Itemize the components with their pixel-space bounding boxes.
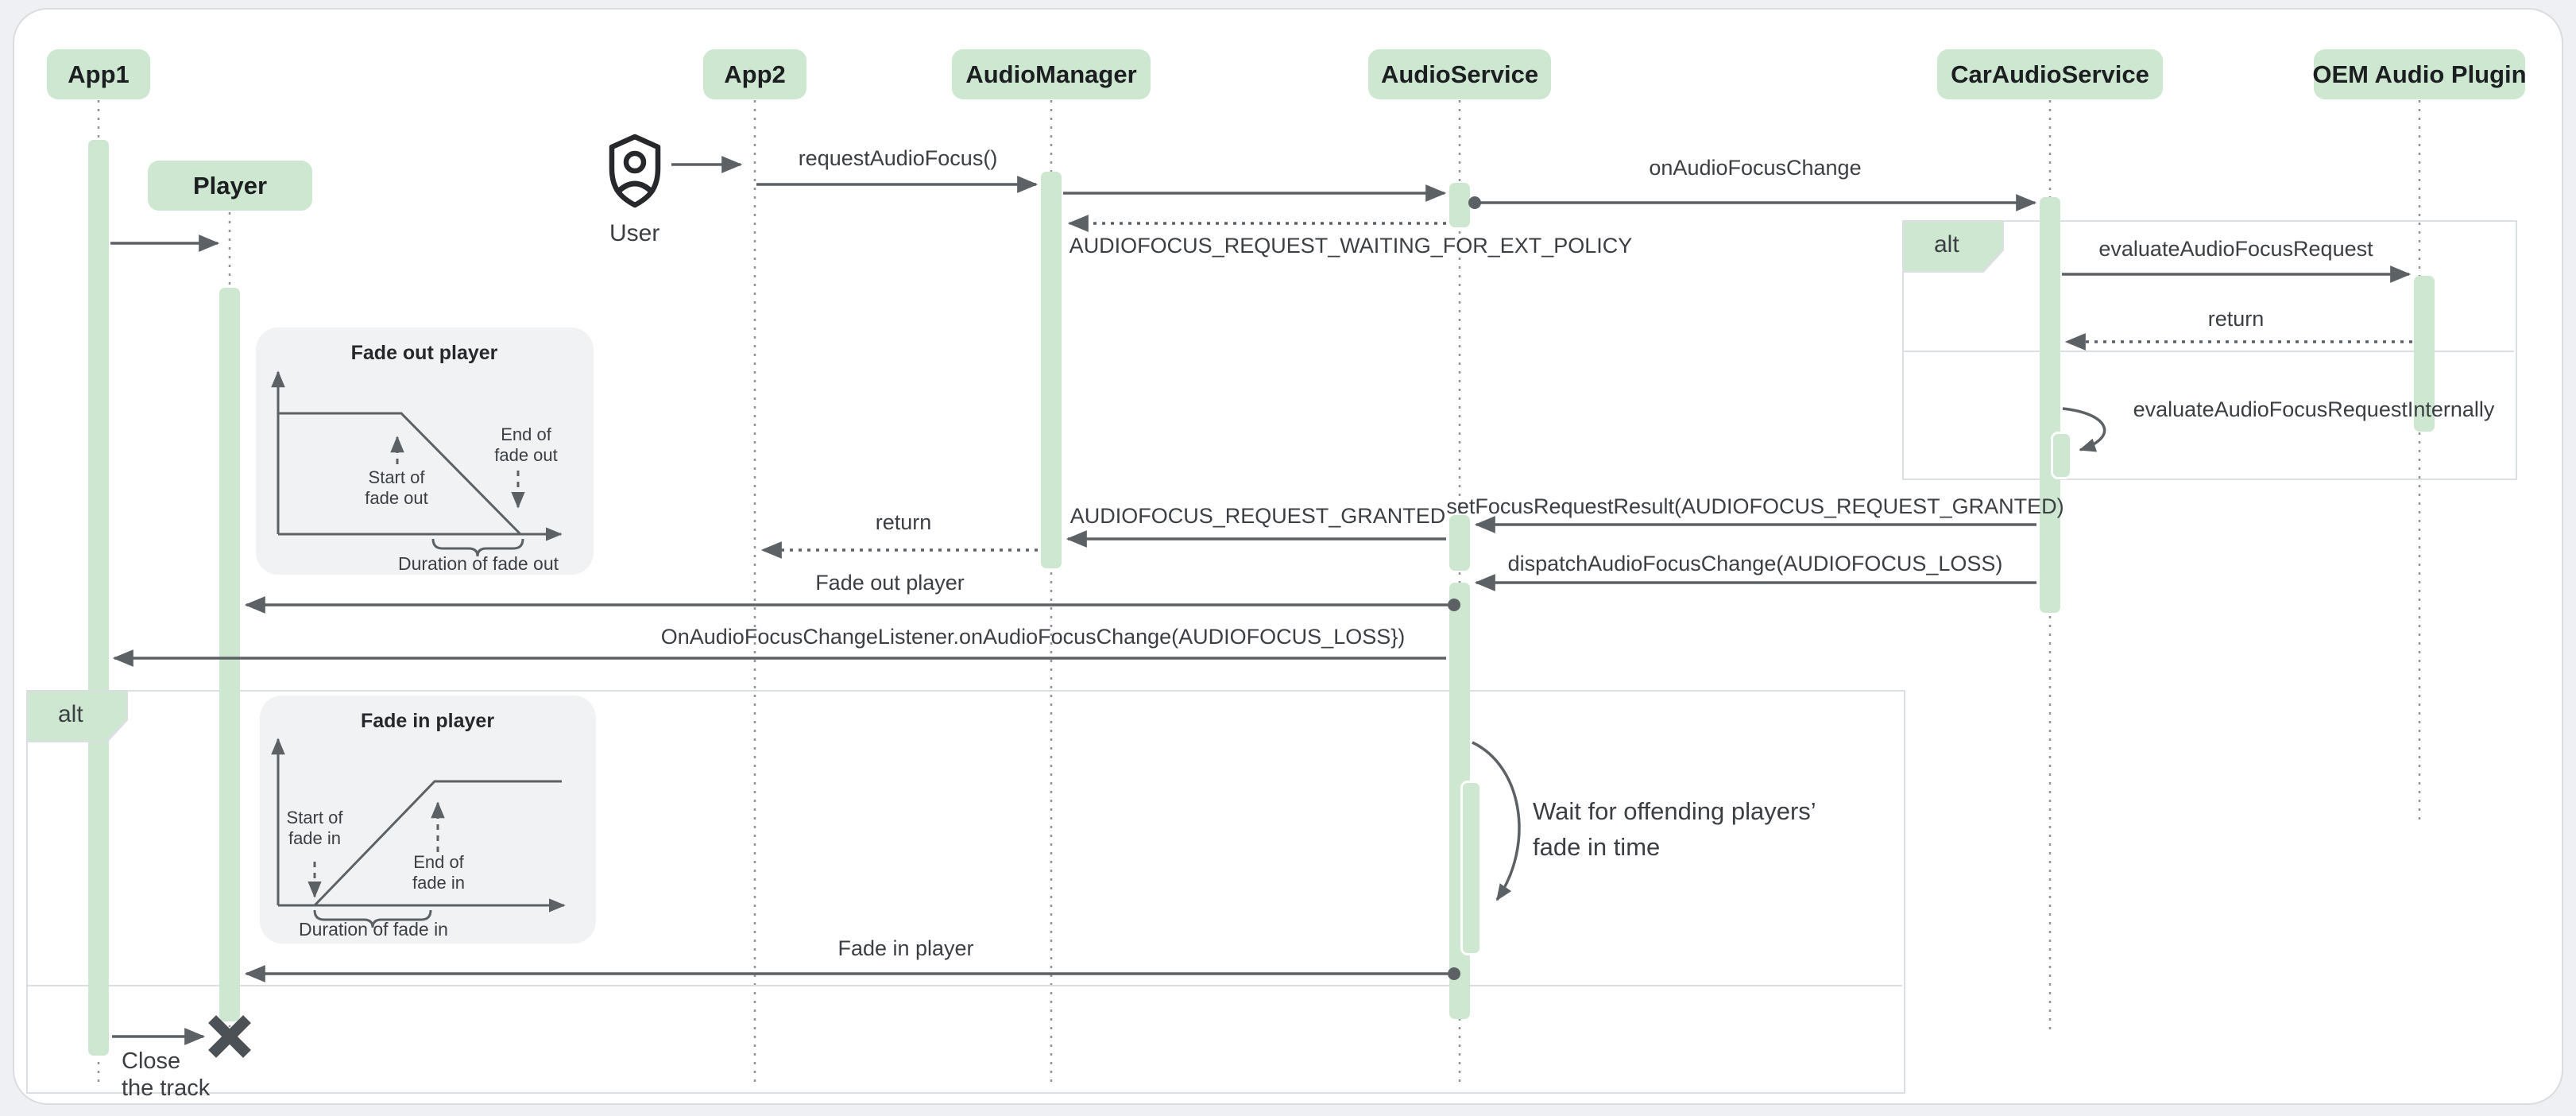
msg-on-change-listener: OnAudioFocusChangeListener.onAudioFocusC… [660, 625, 1406, 649]
fade-out-end-label: End of fade out [494, 424, 558, 466]
alt-label-focus: alt [1934, 231, 1959, 258]
actor-player-label: Player [192, 171, 268, 200]
wait-note: Wait for offending players’ fade in time [1533, 793, 1816, 865]
activation-audioservice-wait [1460, 781, 1482, 955]
actor-audioservice-label: AudioService [1380, 60, 1539, 88]
close-note: Close the track [122, 1048, 210, 1102]
activation-caraudioservice-internal [2051, 432, 2072, 479]
fade-out-start-line2: fade out [365, 488, 428, 508]
fade-in-start-line2: fade in [288, 828, 342, 848]
close-note-line1: Close [122, 1048, 181, 1074]
alt-pentagon-focus-fill [1904, 222, 2002, 271]
close-note-line2: the track [122, 1075, 211, 1101]
alt-fragment-fade-divider [26, 985, 1902, 986]
fade-in-end-line2: fade in [412, 873, 466, 893]
msg-waiting-ext-policy: AUDIOFOCUS_REQUEST_WAITING_FOR_EXT_POLIC… [1069, 234, 1633, 258]
fade-out-title: Fade out player [350, 342, 498, 364]
activation-player [219, 288, 240, 1021]
fade-in-title: Fade in player [360, 710, 495, 732]
fade-in-duration-label: Duration of fade in [299, 919, 448, 940]
actor-app2: App2 [703, 49, 806, 99]
fade-in-start-label: Start of fade in [287, 808, 343, 849]
activation-audioservice-1 [1449, 183, 1470, 227]
actor-oem-plugin-label: OEM Audio Plugin [2312, 60, 2527, 88]
actor-caraudioservice-label: CarAudioService [1951, 60, 2149, 88]
alt-pentagon-fade-fill [28, 692, 126, 741]
msg-return-app2: return [875, 510, 932, 534]
user-label: User [609, 220, 660, 246]
activation-audiomanager [1041, 172, 1062, 568]
msg-set-focus-result: setFocusRequestResult(AUDIOFOCUS_REQUEST… [1446, 494, 2064, 518]
activation-app1 [88, 140, 109, 1056]
msg-fade-out-player: Fade out player [815, 571, 965, 595]
activation-audioservice-2 [1449, 515, 1470, 571]
actor-oem-plugin: OEM Audio Plugin [2312, 49, 2527, 99]
alt-fragment-fade [26, 690, 1905, 1094]
msg-evaluate-request: evaluateAudioFocusRequest [2098, 237, 2373, 261]
msg-fade-in-player: Fade in player [837, 936, 974, 960]
fade-in-start-line1: Start of [286, 808, 343, 827]
fade-out-end-line1: End of [501, 424, 551, 444]
alt-fragment-focus-divider [1902, 351, 2514, 352]
actor-app1: App1 [47, 49, 150, 99]
msg-on-audio-focus-change: onAudioFocusChange [1649, 156, 1862, 180]
fade-out-start-label: Start of fade out [365, 467, 428, 509]
actor-caraudioservice: CarAudioService [1937, 49, 2163, 99]
fade-out-end-line2: fade out [494, 445, 558, 465]
fade-in-end-line1: End of [413, 852, 464, 872]
actor-audioservice: AudioService [1368, 49, 1551, 99]
activation-caraudioservice [2040, 197, 2060, 613]
actor-player: Player [148, 161, 312, 211]
msg-request-audio-focus: requestAudioFocus() [798, 146, 998, 170]
wait-note-line1: Wait for offending players’ [1533, 797, 1816, 825]
msg-request-granted: AUDIOFOCUS_REQUEST_GRANTED [1069, 504, 1446, 528]
fade-out-duration-label: Duration of fade out [397, 553, 559, 574]
fade-in-end-label: End of fade in [412, 852, 465, 893]
actor-app1-label: App1 [68, 60, 130, 88]
alt-label-fade: alt [58, 701, 83, 727]
fade-out-start-line1: Start of [368, 467, 425, 487]
wait-note-line2: fade in time [1533, 833, 1661, 861]
alt-fragment-focus-policy [1902, 220, 2517, 480]
msg-evaluate-internally: evaluateAudioFocusRequestInternally [2133, 397, 2495, 421]
actor-audiomanager: AudioManager [952, 49, 1151, 99]
msg-dispatch-change: dispatchAudioFocusChange(AUDIOFOCUS_LOSS… [1507, 552, 2003, 575]
actor-app2-label: App2 [724, 60, 786, 88]
activation-oem-plugin [2414, 276, 2435, 432]
msg-return-oem: return [2207, 307, 2265, 331]
actor-audiomanager-label: AudioManager [965, 60, 1137, 88]
